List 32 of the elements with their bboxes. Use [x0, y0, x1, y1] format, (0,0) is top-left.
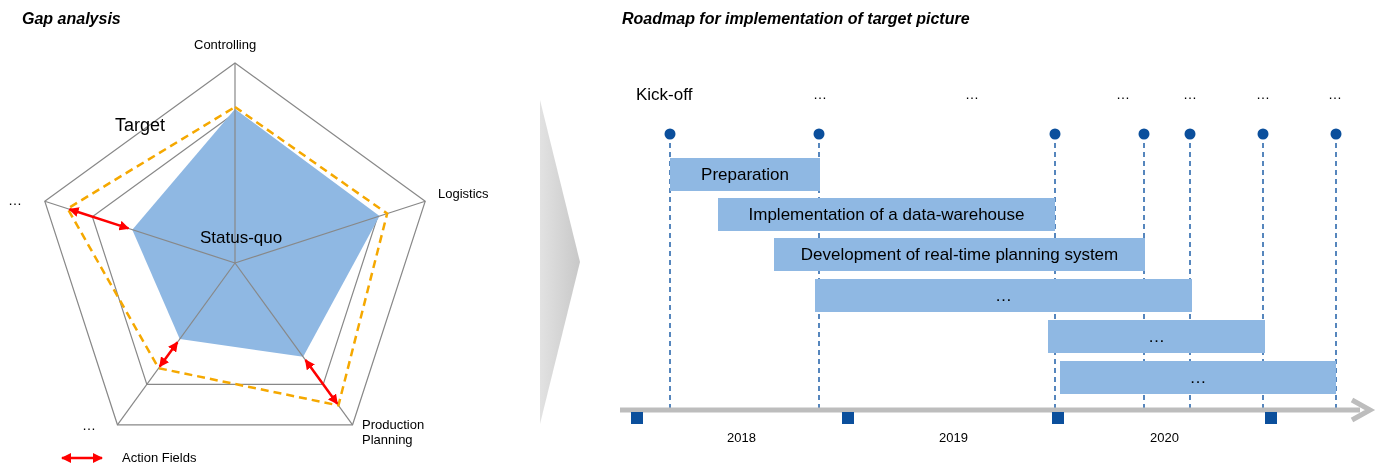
text-label: Production Planning	[362, 418, 426, 448]
text-label: …	[965, 86, 979, 103]
text-label: …	[1328, 86, 1342, 103]
text-label: 2020	[1150, 431, 1179, 446]
bar-label: …	[1148, 326, 1165, 347]
timeline-bar	[774, 238, 1145, 271]
text-label: …	[1116, 86, 1130, 103]
timeline-bar	[815, 279, 1192, 312]
timeline-bar	[1060, 361, 1336, 394]
text-label: …	[8, 192, 22, 209]
legend-label: Action Fields	[122, 450, 197, 465]
timeline-bar	[718, 198, 1055, 231]
text-label: Status-quo	[200, 228, 283, 248]
text-label: Kick-off	[636, 85, 693, 105]
text-label: …	[813, 86, 827, 103]
section-heading: Gap analysis	[22, 10, 121, 29]
text-label: Logistics	[438, 187, 489, 202]
text-label: 2018	[727, 431, 756, 446]
text-label: …	[1183, 86, 1197, 103]
text-label: …	[1256, 86, 1270, 103]
bar-label: Preparation	[701, 164, 789, 185]
section-heading: Roadmap for implementation of target picture	[622, 10, 970, 29]
text-label: …	[82, 417, 96, 434]
text-label: Target	[115, 115, 166, 136]
bar-label: …	[1189, 367, 1207, 388]
bar-label: Implementation of a data-warehouse	[748, 204, 1025, 225]
text-label: 2019	[939, 431, 968, 446]
bar-label: Development of real-time planning system	[800, 244, 1119, 265]
timeline-bar	[1048, 320, 1265, 353]
text-label: Controlling	[194, 38, 257, 53]
bar-label: …	[995, 285, 1012, 306]
timeline-bar	[670, 158, 820, 191]
